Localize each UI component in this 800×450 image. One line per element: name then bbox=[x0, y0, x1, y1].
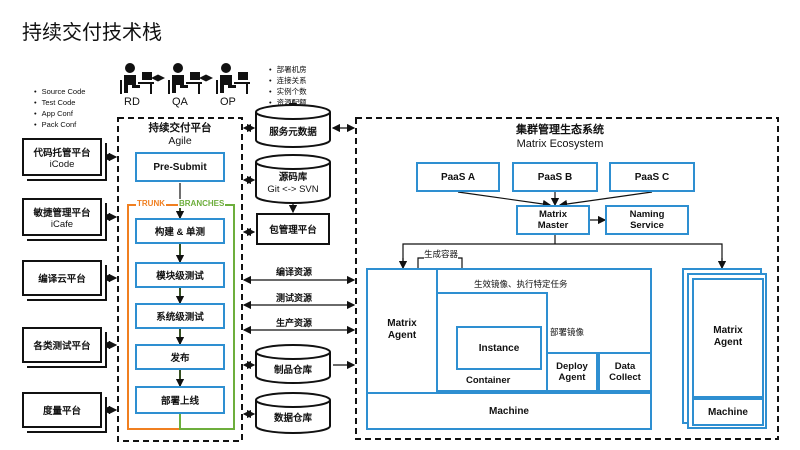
role-label-op: OP bbox=[220, 96, 236, 108]
platform-metrics: 度量平台 bbox=[22, 392, 102, 428]
container-label: Container bbox=[466, 375, 511, 386]
person-icon-qa bbox=[168, 63, 202, 94]
matrix-agent-label: Matrix Agent bbox=[370, 312, 434, 348]
note-item: 实例个数 bbox=[269, 86, 307, 97]
meta-notes-list: 部署机房 连接关系 实例个数 资源配额 bbox=[269, 64, 307, 108]
ecosystem-frame bbox=[355, 117, 779, 440]
branches-label: BRANCHES bbox=[178, 199, 226, 208]
platform-subname: iCode bbox=[49, 158, 75, 170]
master-line: Master bbox=[537, 220, 569, 231]
matrix-agent-label-2: Matrix Agent bbox=[692, 320, 764, 354]
platform-name: 度量平台 bbox=[42, 406, 81, 417]
note-item: Pack Conf bbox=[34, 119, 85, 130]
machine-label-2: Machine bbox=[692, 398, 764, 426]
pipeline-header: 持续交付平台 Agile bbox=[118, 120, 242, 150]
page-title: 持续交付技术栈 bbox=[22, 22, 162, 44]
repo-subtitle: Git <-> SVN bbox=[267, 184, 319, 195]
stage-system-test: 系统级测试 bbox=[135, 303, 225, 329]
pipeline-subtitle: Agile bbox=[168, 135, 192, 147]
person-icon-op bbox=[216, 63, 250, 94]
platform-subname: iCafe bbox=[50, 218, 74, 230]
data-repo-db bbox=[255, 392, 331, 434]
instance-box: Instance bbox=[456, 326, 542, 370]
stage-release: 发布 bbox=[135, 344, 225, 370]
note-item: 部署机房 bbox=[269, 64, 307, 75]
deploy-image-note: 部署镜像 bbox=[550, 326, 585, 338]
deploy-agent-line: Deploy bbox=[556, 361, 588, 372]
pipeline-title: 持续交付平台 bbox=[148, 122, 212, 134]
matrix-master: Matrix Master bbox=[516, 205, 590, 235]
service-meta-label: 服务元数据 bbox=[269, 127, 317, 138]
note-item: Test Code bbox=[34, 97, 85, 108]
data-repo-label: 数据仓库 bbox=[273, 413, 312, 424]
artifact-repo-label: 制品仓库 bbox=[273, 365, 312, 376]
agent-line: Matrix bbox=[387, 318, 417, 329]
agent-line: Agent bbox=[713, 337, 743, 348]
platform-name: 编译云平台 bbox=[38, 274, 86, 285]
stage-module-test: 模块级测试 bbox=[135, 262, 225, 288]
service-meta-db bbox=[255, 104, 331, 148]
source-repo-label: 源码库 Git <-> SVN bbox=[256, 170, 330, 198]
source-notes-list: Source Code Test Code App Conf Pack Conf bbox=[34, 86, 86, 130]
note-item: App Conf bbox=[34, 108, 85, 119]
artifact-repo-db bbox=[255, 344, 331, 384]
person-icon-rd bbox=[120, 63, 154, 94]
naming-line: Service bbox=[630, 220, 664, 231]
paas-a: PaaS A bbox=[416, 162, 500, 192]
deploy-agent: Deploy Agent bbox=[546, 352, 598, 392]
note-item: 资源配额 bbox=[269, 97, 307, 108]
test-resource-label: 测试资源 bbox=[276, 293, 313, 303]
paas-c: PaaS C bbox=[609, 162, 695, 192]
platform-name: 各类测试平台 bbox=[33, 341, 91, 352]
compile-resource-label: 编译资源 bbox=[276, 267, 313, 277]
platform-testing: 各类测试平台 bbox=[22, 327, 102, 363]
presubmit-stage: Pre-Submit bbox=[135, 152, 225, 182]
stage-build: 构建 & 单测 bbox=[135, 218, 225, 244]
agent-line: Matrix bbox=[713, 325, 743, 336]
platform-icafe: 敏捷管理平台 iCafe bbox=[22, 198, 102, 236]
source-repo-db bbox=[255, 154, 331, 204]
data-collect-line: Data bbox=[614, 361, 636, 372]
stage-deploy: 部署上线 bbox=[135, 386, 225, 414]
ecosystem-header: 集群管理生态系统 Matrix Ecosystem bbox=[470, 122, 650, 152]
platform-name: 敏捷管理平台 bbox=[33, 207, 91, 219]
deploy-agent-line: Agent bbox=[558, 372, 586, 383]
package-platform: 包管理平台 bbox=[256, 213, 330, 245]
repo-title: 源码库 bbox=[278, 172, 308, 183]
data-collect-line: Collect bbox=[609, 372, 641, 383]
matrix-agent-box-2 bbox=[692, 278, 764, 398]
paas-b: PaaS B bbox=[512, 162, 598, 192]
trunk-label: TRUNK bbox=[136, 199, 166, 208]
platform-name: 代码托管平台 bbox=[33, 147, 91, 159]
master-line: Matrix bbox=[539, 209, 567, 220]
prod-resource-label: 生产资源 bbox=[276, 318, 313, 328]
role-label-rd: RD bbox=[124, 96, 140, 108]
naming-line: Naming bbox=[629, 209, 665, 220]
gen-container-note: 生成容器 bbox=[424, 248, 459, 260]
pipeline-frame bbox=[117, 117, 243, 442]
machine-label: Machine bbox=[366, 392, 652, 430]
naming-service: Naming Service bbox=[605, 205, 689, 235]
data-collect: Data Collect bbox=[598, 352, 652, 392]
ecosystem-title: 集群管理生态系统 bbox=[516, 124, 604, 136]
agent-line: Agent bbox=[387, 330, 417, 341]
platform-icode: 代码托管平台 iCode bbox=[22, 138, 102, 176]
role-label-qa: QA bbox=[172, 96, 188, 108]
effect-image-note: 生效镜像、执行特定任务 bbox=[474, 278, 568, 290]
ecosystem-subtitle: Matrix Ecosystem bbox=[516, 138, 604, 150]
note-item: Source Code bbox=[34, 86, 86, 97]
note-item: 连接关系 bbox=[269, 75, 307, 86]
platform-compile-cloud: 编译云平台 bbox=[22, 260, 102, 296]
